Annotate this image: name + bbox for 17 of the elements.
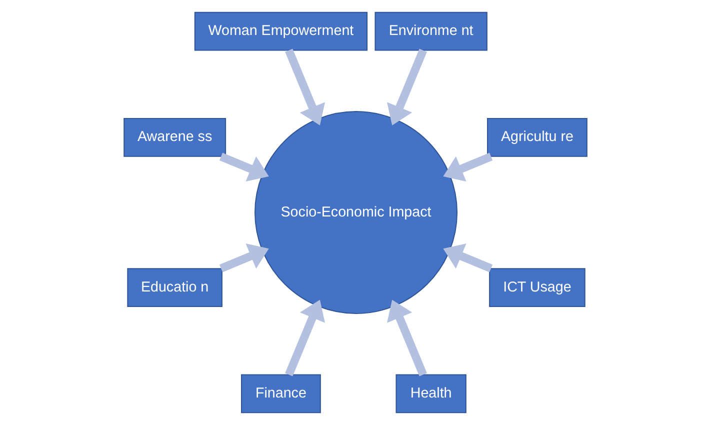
- node-box: ICT Usage: [489, 268, 586, 308]
- node-box: Woman Empowerment: [194, 12, 368, 51]
- arrow: [443, 243, 493, 272]
- arrow: [387, 300, 427, 376]
- node-box: Awarene ss: [124, 118, 226, 157]
- arrow: [387, 48, 427, 126]
- arrow: [219, 152, 269, 182]
- arrow: [285, 48, 326, 126]
- node-circle: Socio-Economic Impact: [254, 110, 458, 314]
- node-box: Educatio n: [127, 268, 222, 308]
- arrow: [285, 300, 326, 376]
- node-box: Finance: [241, 374, 321, 414]
- node-box: Agricultu re: [487, 118, 588, 157]
- node-box: Health: [396, 374, 466, 414]
- arrow: [219, 243, 269, 272]
- arrow: [443, 152, 493, 182]
- node-box: Environme nt: [374, 12, 488, 51]
